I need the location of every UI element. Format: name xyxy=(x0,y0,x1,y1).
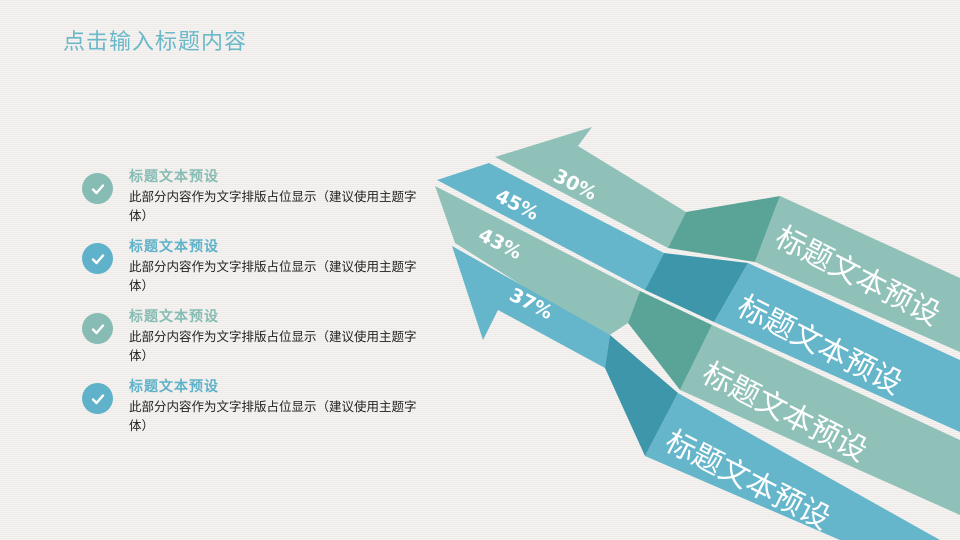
arrow-37-band xyxy=(645,393,940,540)
page-title[interactable]: 点击输入标题内容 xyxy=(63,30,248,55)
feature-list: 标题文本预设 此部分内容作为文字排版占位显示（建议使用主题字体） 标题文本预设 … xyxy=(82,166,422,446)
list-item: 标题文本预设 此部分内容作为文字排版占位显示（建议使用主题字体） xyxy=(82,376,422,446)
item-body: 此部分内容作为文字排版占位显示（建议使用主题字体） xyxy=(129,329,417,363)
arrow-43-band xyxy=(680,325,960,515)
item-body: 此部分内容作为文字排版占位显示（建议使用主题字体） xyxy=(129,189,417,223)
arrow-30-head xyxy=(495,127,686,248)
arrow-45 xyxy=(437,163,960,432)
arrow-30 xyxy=(495,127,960,352)
item-title: 标题文本预设 xyxy=(129,379,219,395)
item-body: 此部分内容作为文字排版占位显示（建议使用主题字体） xyxy=(129,399,417,433)
list-item: 标题文本预设 此部分内容作为文字排版占位显示（建议使用主题字体） xyxy=(82,236,422,306)
arrow-43-head xyxy=(435,186,640,338)
check-icon xyxy=(82,313,113,344)
check-icon xyxy=(82,173,113,204)
item-title: 标题文本预设 xyxy=(129,169,219,185)
check-icon xyxy=(82,243,113,274)
arrow-45-band xyxy=(714,263,960,432)
check-icon xyxy=(82,383,113,414)
arrow-37-head xyxy=(452,246,610,368)
arrow-30-band xyxy=(755,196,960,352)
list-item: 标题文本预设 此部分内容作为文字排版占位显示（建议使用主题字体） xyxy=(82,166,422,236)
arrow-37-fold xyxy=(605,335,678,456)
item-title: 标题文本预设 xyxy=(129,309,219,325)
arrow-45-fold xyxy=(645,253,748,322)
arrow-43-fold xyxy=(628,291,712,390)
arrow-30-fold xyxy=(668,196,780,262)
list-item: 标题文本预设 此部分内容作为文字排版占位显示（建议使用主题字体） xyxy=(82,306,422,376)
item-body: 此部分内容作为文字排版占位显示（建议使用主题字体） xyxy=(129,259,417,293)
arrow-45-head xyxy=(437,163,664,290)
arrow-43 xyxy=(435,186,960,515)
arrow-37 xyxy=(452,246,940,540)
item-title: 标题文本预设 xyxy=(129,239,219,255)
